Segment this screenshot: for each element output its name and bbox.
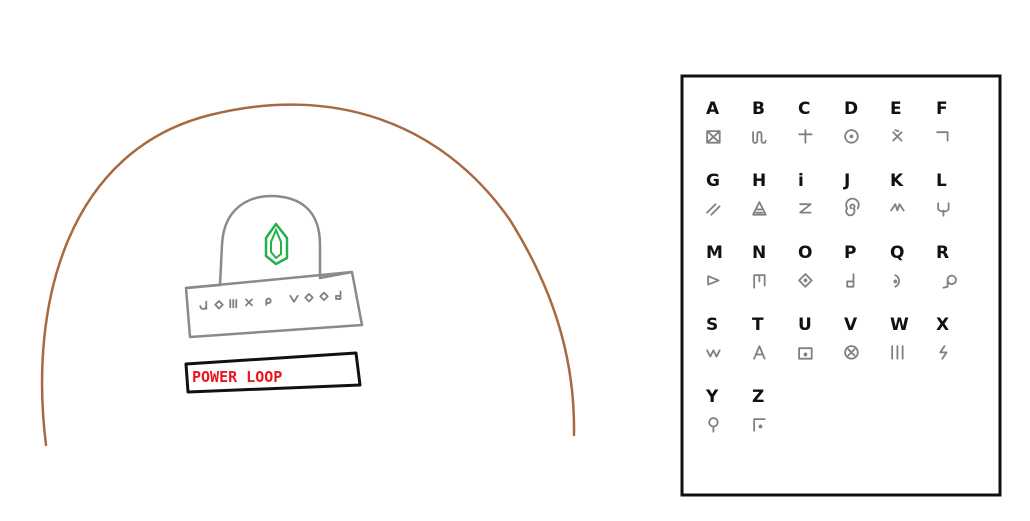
three-bars-icon [891, 345, 904, 360]
triangle-a-icon [753, 345, 766, 360]
arrowheads-icon [890, 203, 905, 212]
glyph-o-icon [304, 292, 314, 303]
hook-square-icon [846, 273, 855, 288]
glyph-r-icon [265, 297, 272, 306]
dotted-x-icon [892, 129, 903, 142]
glyph-o-icon [319, 291, 329, 302]
wave-icon [706, 349, 721, 358]
hook-icon [936, 131, 949, 142]
glyph-p-icon [335, 290, 342, 300]
legend-letter: W [890, 315, 909, 335]
legend-letter: Z [752, 387, 764, 407]
circle-dot-right-icon [893, 274, 900, 288]
legend-letter: Q [890, 243, 904, 263]
stone-top [184, 194, 364, 339]
stone-base-line [185, 270, 353, 290]
legend-letter: Y [705, 387, 719, 407]
legend-letter: R [936, 243, 949, 263]
legend-letter: X [936, 315, 949, 335]
glyph-l-icon [289, 294, 299, 303]
legend-letter: D [844, 99, 858, 119]
square-dot-icon [798, 347, 813, 360]
glyph-e-icon [245, 298, 253, 307]
legend-letter: O [798, 243, 812, 263]
circle-dot-icon [844, 129, 859, 144]
gem-icon [264, 222, 289, 266]
double-slash-icon [706, 203, 721, 216]
legend-letter: C [798, 99, 810, 119]
glyph-d-icon [199, 300, 208, 310]
legend-letter: J [843, 171, 850, 191]
caption-text: POWER LOOP [192, 368, 282, 386]
legend-letter: B [752, 99, 765, 119]
diamond-dot-icon [798, 273, 813, 288]
legend-letter: T [752, 315, 764, 335]
flag-icon [753, 274, 766, 289]
glyph-o-icon [214, 300, 224, 310]
lollipop-icon [708, 417, 719, 433]
circle-x-icon [844, 345, 859, 360]
legend-letter: i [798, 171, 804, 191]
legend-letter: U [798, 315, 812, 335]
fork-icon [937, 202, 950, 217]
legend-letter: N [752, 243, 766, 263]
caption-box: POWER LOOP [184, 351, 362, 394]
legend-letter: M [706, 243, 723, 263]
lightning-icon [939, 345, 948, 360]
legend-letter: S [706, 315, 718, 335]
legend-letter: H [752, 171, 766, 191]
legend-letter: K [890, 171, 904, 191]
legend-letter: G [706, 171, 720, 191]
legend-frame [680, 74, 1002, 497]
legend-letter: A [706, 99, 720, 119]
monument [184, 194, 364, 339]
nine-icon [942, 274, 957, 289]
triangle-right-icon [707, 275, 720, 286]
legend-letter: V [844, 315, 858, 335]
squiggle-u-icon [752, 131, 767, 144]
legend-letter: E [890, 99, 902, 119]
boxed-x-icon [706, 130, 721, 144]
legend-letter: P [844, 243, 856, 263]
hatched-triangle-icon [752, 201, 767, 216]
plaque-inscription [199, 290, 342, 310]
legend-letter: L [936, 171, 947, 191]
arch-outline [40, 103, 576, 447]
legend-letter: F [936, 99, 948, 119]
spiral-icon [845, 197, 860, 217]
plus-icon [798, 129, 813, 144]
glyph-w-icon [229, 298, 238, 309]
z-hook-icon [799, 203, 812, 214]
corner-dot-icon [753, 418, 766, 432]
